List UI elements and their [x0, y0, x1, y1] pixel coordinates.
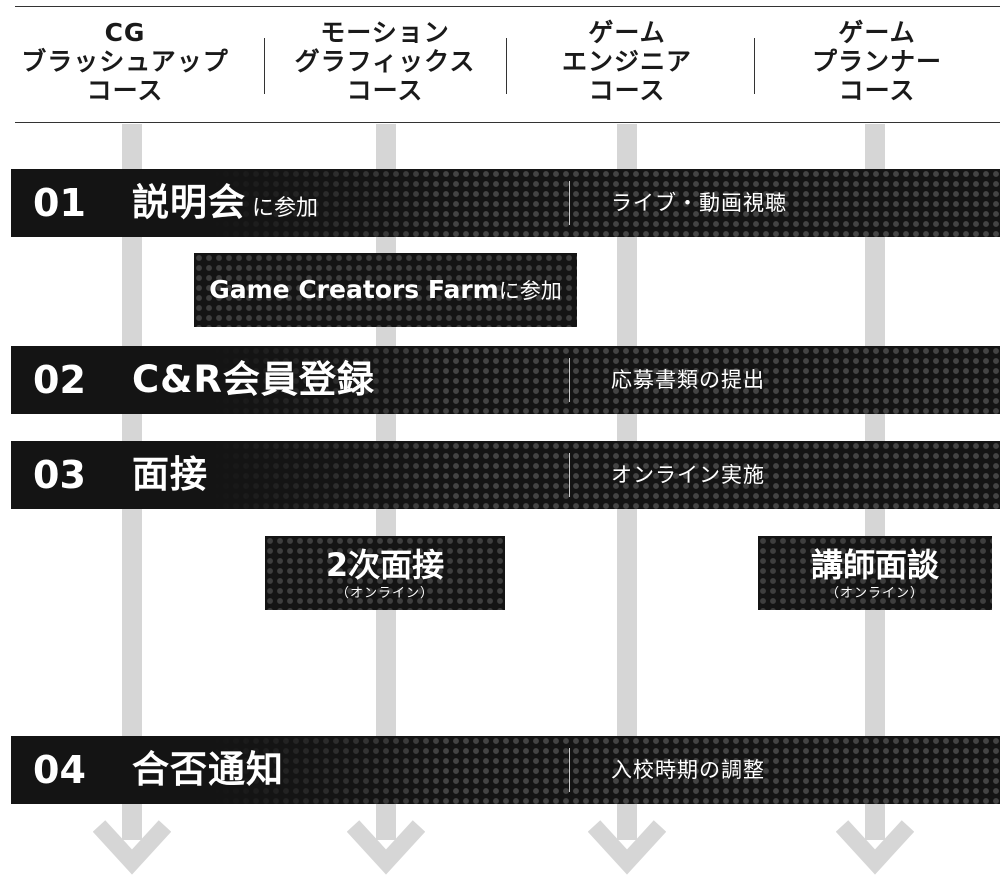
column-header-game-engineer: ゲーム エンジニア コース — [507, 18, 747, 105]
column-header-line: ゲーム — [588, 18, 666, 47]
step-detail: 応募書類の提出 — [611, 368, 765, 392]
column-header-line: コース — [838, 76, 916, 105]
down-arrow-icon — [93, 820, 171, 875]
column-header-cg-brushup: CG ブラッシュアップ コース — [5, 18, 245, 105]
step-divider — [569, 453, 570, 497]
game-creators-farm-label: Game Creators Farm — [209, 275, 499, 304]
step-04-bar: 04 合否通知 入校時期の調整 — [11, 736, 1000, 804]
instructor-interview-box: 講師面談 （オンライン） — [758, 536, 992, 610]
second-interview-label: 2次面接 — [325, 546, 445, 584]
step-divider — [569, 358, 570, 402]
game-creators-farm-suffix: に参加 — [498, 279, 562, 303]
down-arrow-icon — [347, 820, 425, 875]
step-title: C&R会員登録 — [132, 358, 375, 401]
column-header-game-planner: ゲーム プランナー コース — [757, 18, 997, 105]
column-header-line: コース — [346, 76, 424, 105]
step-number: 01 — [33, 181, 86, 225]
second-interview-box: 2次面接 （オンライン） — [265, 536, 505, 610]
instructor-interview-sub: （オンライン） — [825, 586, 924, 601]
column-header-line: コース — [588, 76, 666, 105]
step-title: 面接 — [132, 453, 208, 496]
step-03-bar: 03 面接 オンライン実施 — [11, 441, 1000, 509]
column-header-line: CG — [104, 18, 146, 47]
column-separator — [264, 38, 265, 94]
step-01-bar: 01 説明会に参加 ライブ・動画視聴 — [11, 169, 1000, 237]
step-title: 合否通知 — [132, 748, 284, 791]
step-number: 04 — [33, 748, 86, 792]
column-header-line: ブラッシュアップ — [21, 47, 229, 76]
step-detail: 入校時期の調整 — [611, 758, 765, 782]
column-header-motion-graphics: モーション グラフィックス コース — [265, 18, 505, 105]
column-header-line: ゲーム — [838, 18, 916, 47]
step-divider — [569, 748, 570, 792]
second-interview-sub: （オンライン） — [335, 586, 434, 601]
step-number: 02 — [33, 358, 86, 402]
step-number: 03 — [33, 453, 86, 497]
game-creators-farm-box: Game Creators Farmに参加 — [194, 253, 577, 327]
column-header-line: グラフィックス — [294, 47, 476, 76]
down-arrow-icon — [836, 820, 914, 875]
column-header-line: コース — [86, 76, 164, 105]
down-arrow-icon — [588, 820, 666, 875]
step-detail: オンライン実施 — [611, 463, 765, 487]
column-separator — [506, 38, 507, 94]
header-rule — [15, 122, 1000, 123]
step-02-bar: 02 C&R会員登録 応募書類の提出 — [11, 346, 1000, 414]
column-separator — [754, 38, 755, 94]
column-header-line: プランナー — [811, 47, 942, 76]
step-title: 説明会に参加 — [132, 169, 318, 237]
column-header-line: モーション — [320, 18, 450, 47]
step-divider — [569, 181, 570, 225]
step-title-main: 説明会 — [132, 181, 246, 224]
column-header-line: エンジニア — [561, 47, 692, 76]
top-rule — [15, 6, 1000, 7]
instructor-interview-label: 講師面談 — [810, 546, 939, 584]
step-title-suffix: に参加 — [252, 196, 319, 221]
step-detail: ライブ・動画視聴 — [611, 191, 787, 215]
